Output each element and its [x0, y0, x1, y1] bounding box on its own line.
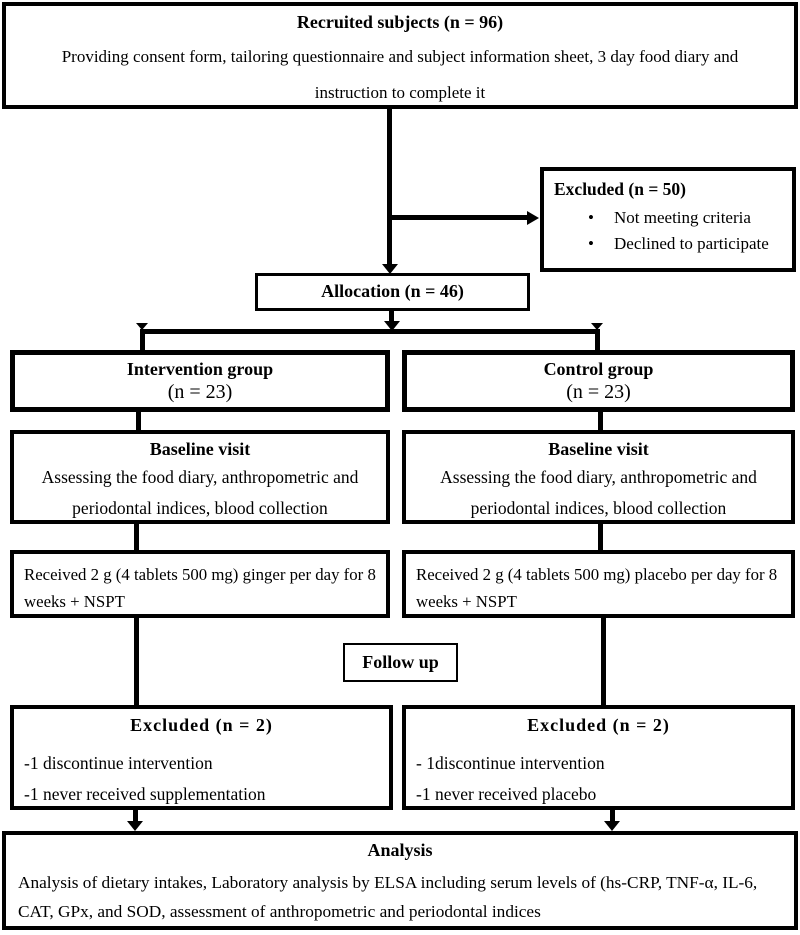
baseline-left-title: Baseline visit	[149, 439, 251, 459]
arrowhead-split-right	[591, 323, 603, 330]
allocation-box: Allocation (n = 46)	[255, 273, 530, 311]
excluded-screening-title: Excluded (n = 50)	[554, 179, 687, 199]
baseline-right-body: Assessing the food diary, anthropometric…	[440, 467, 757, 518]
excluded-screening-bullet-1: • Not meeting criteria	[544, 204, 792, 230]
excluded-intervention-line-2: -1 never received supplementation	[24, 783, 266, 804]
bullet-icon: •	[588, 234, 594, 253]
analysis-title: Analysis	[367, 840, 433, 860]
baseline-right-title: Baseline visit	[548, 439, 649, 459]
connector-left-group-to-baseline	[136, 412, 141, 430]
connector-right-group-to-baseline	[598, 412, 603, 430]
split-drop-left	[140, 329, 145, 350]
connector-right-baseline-to-received	[598, 524, 603, 550]
follow-up-box: Follow up	[343, 643, 458, 682]
recruited-title: Recruited subjects (n = 96)	[296, 12, 504, 32]
excluded-screening-bullet-2-label: Declined to participate	[614, 234, 769, 253]
excluded-intervention-line-1: -1 discontinue intervention	[24, 753, 213, 773]
excluded-screening-bullet-2: • Declined to participate	[544, 230, 792, 256]
arrowhead-into-split	[384, 321, 400, 331]
excluded-control-box: Excluded (n = 2) - 1discontinue interven…	[402, 705, 795, 810]
connector-allocation-to-split	[389, 311, 394, 323]
arrowhead-right-into-analysis	[604, 821, 620, 831]
split-line	[140, 329, 600, 334]
excluded-screening-bullet-1-label: Not meeting criteria	[614, 208, 751, 227]
received-placebo-box: Received 2 g (4 tablets 500 mg) placebo …	[402, 550, 795, 618]
follow-up-title: Follow up	[362, 652, 439, 672]
excluded-control-title: Excluded (n = 2)	[527, 715, 670, 735]
arrowhead-split-left	[136, 323, 148, 330]
analysis-body: Analysis of dietary intakes, Laboratory …	[18, 873, 758, 921]
intervention-group-box: Intervention group (n = 23)	[10, 350, 390, 412]
excluded-control-line-2: -1 never received placebo	[416, 783, 597, 804]
intervention-group-count: (n = 23)	[167, 381, 233, 403]
intervention-group-title: Intervention group	[126, 359, 274, 379]
bullet-icon: •	[588, 208, 594, 227]
connector-left-excluded-to-analysis	[133, 810, 138, 823]
connector-right-excluded-to-analysis	[610, 810, 615, 823]
baseline-visit-right-box: Baseline visit Assessing the food diary,…	[402, 430, 795, 524]
excluded-intervention-title: Excluded (n = 2)	[130, 715, 273, 735]
connector-left-baseline-to-received	[134, 524, 139, 550]
control-group-box: Control group (n = 23)	[402, 350, 795, 412]
allocation-title: Allocation (n = 46)	[321, 281, 464, 301]
received-ginger-box: Received 2 g (4 tablets 500 mg) ginger p…	[10, 550, 390, 618]
excluded-control-line-1: - 1discontinue intervention	[416, 753, 605, 773]
split-drop-right	[595, 329, 600, 350]
connector-left-received-to-excluded	[134, 618, 139, 705]
arrowhead-into-allocation	[382, 264, 398, 274]
baseline-left-body: Assessing the food diary, anthropometric…	[41, 467, 359, 518]
analysis-box: Analysis Analysis of dietary intakes, La…	[2, 831, 798, 930]
recruited-body: Providing consent form, tailoring questi…	[61, 47, 739, 102]
excluded-screening-box: Excluded (n = 50) •Not meeting criteria …	[540, 167, 796, 272]
control-group-count: (n = 23)	[566, 381, 631, 403]
connector-branch-to-excluded	[389, 215, 528, 220]
excluded-intervention-box: Excluded (n = 2) -1 discontinue interven…	[10, 705, 393, 810]
control-group-title: Control group	[543, 359, 654, 379]
arrowhead-left-into-analysis	[127, 821, 143, 831]
connector-recruited-to-allocation	[387, 109, 392, 265]
baseline-visit-left-box: Baseline visit Assessing the food diary,…	[10, 430, 390, 524]
recruited-box: Recruited subjects (n = 96) Providing co…	[2, 2, 798, 109]
received-ginger-body: Received 2 g (4 tablets 500 mg) ginger p…	[24, 565, 376, 611]
connector-right-received-to-excluded	[601, 618, 606, 705]
arrowhead-into-excluded-screening	[527, 211, 539, 225]
received-placebo-body: Received 2 g (4 tablets 500 mg) placebo …	[416, 565, 778, 611]
